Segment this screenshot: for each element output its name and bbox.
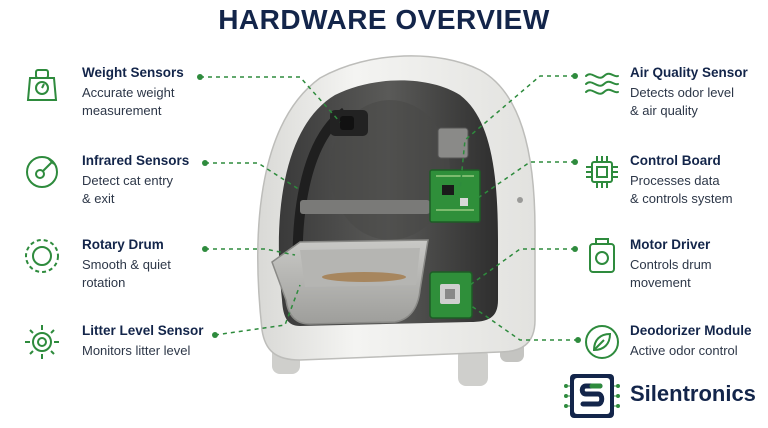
- control-board: [429, 169, 481, 223]
- air-waves-icon: [585, 72, 619, 95]
- callout-rotary-drum: [205, 248, 296, 256]
- feature-name: Deodorizer Module: [630, 323, 752, 338]
- callout-weight-sensors: [200, 76, 341, 123]
- callout-motor-driver: [469, 248, 575, 286]
- scale-icon: [26, 69, 58, 101]
- litter-level-sensor-icon: [25, 325, 59, 359]
- callout-control-board: [474, 161, 575, 201]
- interior-shelf: [300, 200, 430, 214]
- feature-name: Rotary Drum: [82, 237, 164, 252]
- feature-description: Processes data& controls system: [630, 173, 733, 206]
- rotary-drum-icon: [25, 239, 59, 273]
- air-quality-sensor-box: [437, 127, 469, 159]
- feature-name: Infrared Sensors: [82, 153, 190, 168]
- brand-name: Silentronics: [630, 381, 756, 406]
- feature-name: Litter Level Sensor: [82, 323, 204, 338]
- side-indicator: [517, 197, 523, 203]
- feature-description: Active odor control: [630, 343, 738, 358]
- feature-description: Detects odor level& air quality: [630, 85, 735, 118]
- infrared-sensor-icon: [26, 156, 58, 188]
- page-title: HARDWARE OVERVIEW: [218, 4, 550, 35]
- callout-deodorizer: [469, 304, 578, 341]
- feature-name: Weight Sensors: [82, 65, 184, 80]
- device-foot-middle: [458, 348, 488, 386]
- silentronics-logo: [564, 374, 620, 418]
- feature-description: Detect cat entry& exit: [82, 173, 174, 206]
- leaf-icon: [585, 325, 619, 359]
- chip-icon: [586, 156, 618, 188]
- callout-litter-level: [214, 284, 301, 336]
- motor-driver-icon: [589, 238, 615, 273]
- feature-name: Control Board: [630, 153, 721, 168]
- callout-air-quality: [459, 75, 575, 191]
- feature-name: Air Quality Sensor: [630, 65, 748, 80]
- litter-sand: [322, 272, 406, 282]
- feature-name: Motor Driver: [630, 237, 711, 252]
- callout-infrared-sensors: [205, 162, 301, 191]
- feature-description: Monitors litter level: [82, 343, 191, 358]
